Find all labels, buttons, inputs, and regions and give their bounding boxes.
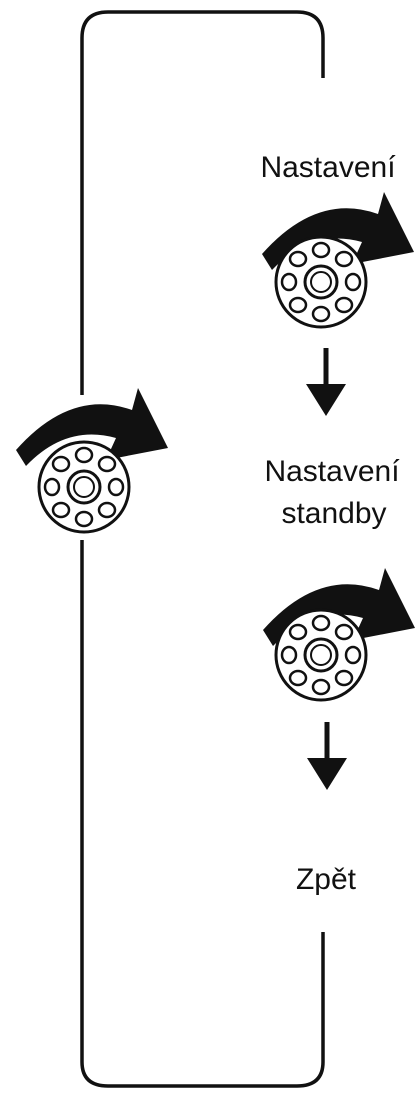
dial-icon bbox=[37, 440, 131, 534]
step-standby-label-line1: Nastavení bbox=[264, 455, 400, 488]
down-arrow-icon bbox=[307, 722, 347, 790]
loop-line bbox=[80, 10, 325, 395]
loop-line-lower bbox=[80, 540, 325, 1088]
step-back-label: Zpět bbox=[296, 863, 357, 896]
step-settings-label: Nastavení bbox=[260, 151, 396, 184]
dial-icon bbox=[274, 608, 368, 702]
dial-icon bbox=[274, 235, 368, 329]
step-standby-label-line2: standby bbox=[281, 497, 386, 530]
down-arrow-icon bbox=[306, 348, 346, 416]
